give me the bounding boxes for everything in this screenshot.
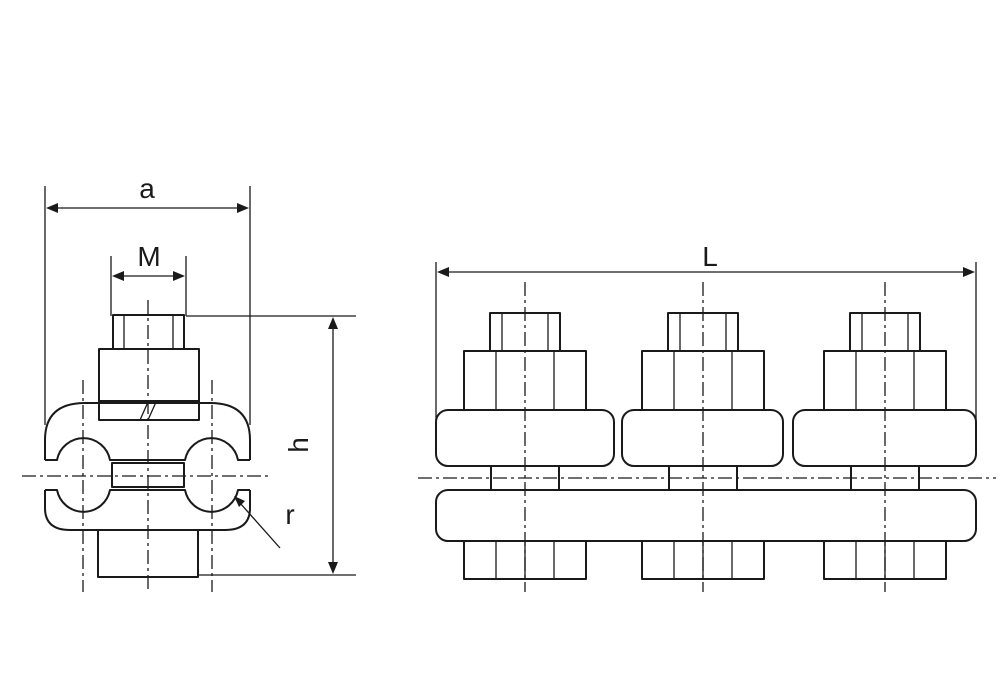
bolt-assembly-2 [621,282,784,592]
label-m: M [137,241,160,272]
dimension-h [328,317,338,574]
dimension-a [46,203,249,213]
bolt-assembly-3 [792,282,977,592]
dimension-r [234,496,281,549]
bolt-assembly-1 [435,282,615,592]
label-l: L [702,241,718,272]
label-h: h [283,437,314,453]
nut-side [98,348,200,402]
dimension-l [437,267,975,277]
dimension-m [112,271,185,281]
label-a: a [139,173,155,204]
label-r: r [285,499,294,530]
lower-clamp-plate [435,489,977,542]
side-view [22,186,356,592]
washer-side [98,400,200,421]
front-view [418,262,996,592]
